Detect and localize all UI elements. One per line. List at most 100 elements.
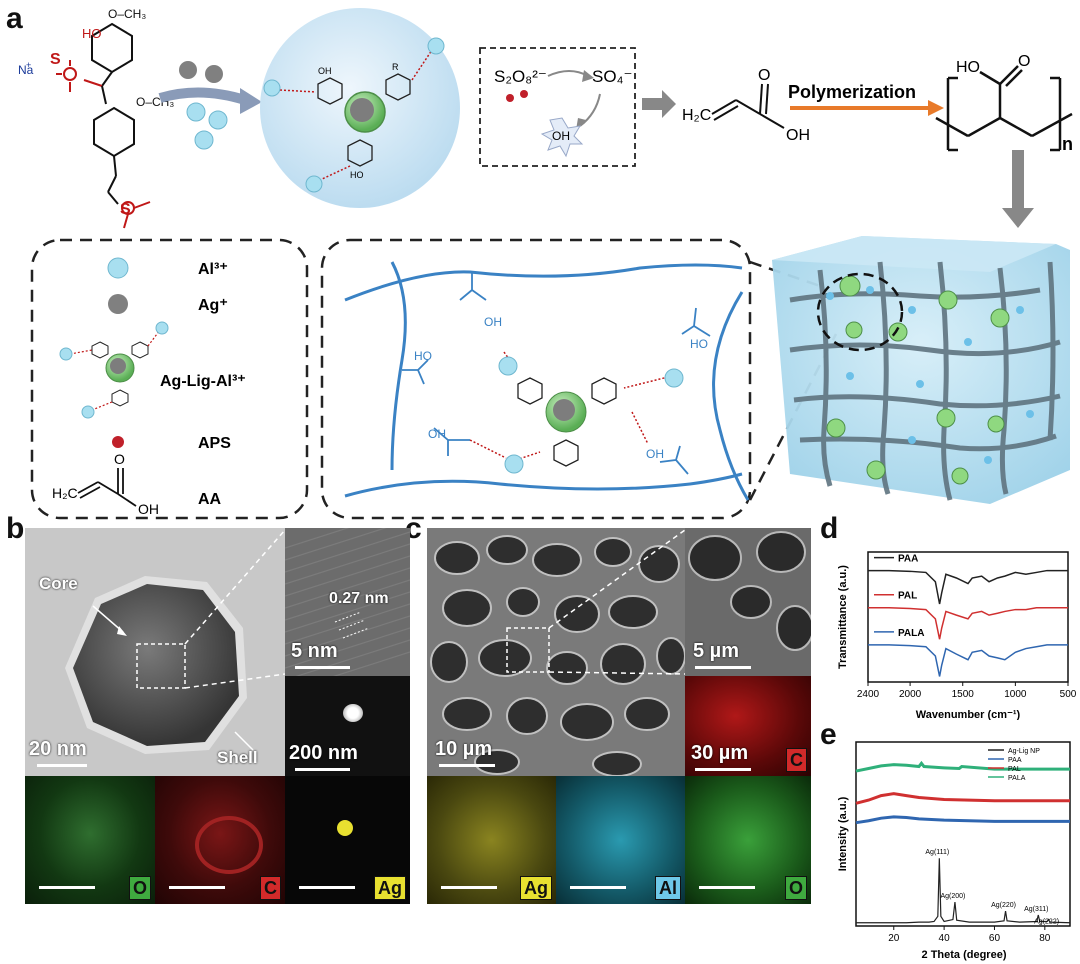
- panel-letter-a: a: [6, 2, 23, 35]
- hrtem-image: 0.27 nm 5 nm: [285, 528, 410, 676]
- svg-text:HO: HO: [414, 349, 432, 363]
- legend-aa-h2c: H₂C: [52, 485, 78, 501]
- svg-text:HO: HO: [350, 170, 364, 180]
- ftir-ylabel: Transmittance (a.u.): [837, 565, 849, 669]
- tem-main-image: Core Shell 20 nm: [25, 528, 285, 776]
- polymerization-label: Polymerization: [788, 82, 916, 102]
- panel-letter-e: e: [820, 718, 837, 751]
- xrd-legend-label: PAA: [1008, 757, 1022, 764]
- ftir-xtick-label: 2000: [899, 689, 922, 700]
- acid-o-label: O: [758, 67, 770, 84]
- svg-text:OH: OH: [646, 447, 664, 461]
- ion-cluster: [179, 61, 228, 150]
- eds-tag-ag-b: Ag: [374, 876, 406, 900]
- haadf-image: 200 nm: [285, 676, 410, 776]
- eds-map-o-c: O: [685, 776, 811, 904]
- legend-aa: AA: [198, 491, 222, 508]
- svg-text:S: S: [120, 201, 131, 218]
- poly-o-label: O: [1018, 53, 1030, 70]
- sem-zoom-image: 5 µm: [685, 528, 811, 676]
- haadf-scalebar: [295, 768, 350, 771]
- xrd-xtick-label: 20: [888, 933, 900, 944]
- eds-tag-o-c: O: [784, 876, 807, 900]
- ftir-series-line-PAL: [868, 606, 1068, 640]
- legend-al: Al³⁺: [198, 261, 228, 278]
- tem-scale-label: 20 nm: [29, 738, 87, 760]
- legend-complex-icon: [59, 321, 169, 419]
- hydrogel-cube: [772, 236, 1070, 504]
- panel-letter-d: d: [820, 512, 839, 545]
- eds-map-ag-b: Ag: [285, 776, 410, 904]
- xrd-legend-label: PALA: [1008, 775, 1026, 782]
- eds-c-scale-label: 30 µm: [691, 742, 749, 764]
- ftir-xlabel: Wavenumber (cm⁻¹): [916, 709, 1021, 720]
- polymer-chains: [344, 261, 750, 501]
- sem-main-image: 10 µm: [427, 528, 685, 776]
- legend-aa-o: O: [114, 451, 125, 467]
- svg-text:S: S: [50, 51, 61, 68]
- xrd-series-line-Ag-Lig NP: [856, 858, 1071, 924]
- eds-map-c-c: 30 µm C: [685, 676, 811, 776]
- svg-text:+: +: [26, 60, 31, 70]
- ftir-xtick-label: 500: [1060, 689, 1077, 700]
- xrd-ylabel: Intensity (a.u.): [837, 796, 849, 871]
- paa-repeat-unit: [935, 65, 1073, 152]
- xrd-plot-frame: [855, 741, 1071, 927]
- tem-scalebar: [37, 764, 87, 767]
- xrd-peak-label: Ag(311): [1024, 906, 1048, 913]
- xrd-legend-label: Ag-Lig NP: [1008, 748, 1040, 755]
- poly-n-label: n: [1062, 134, 1073, 154]
- lignin-structure: [83, 22, 135, 205]
- xrd-peak-label: Ag(111): [925, 849, 949, 856]
- lattice-spacing-label: 0.27 nm: [329, 590, 389, 607]
- eds-tag-al-c: Al: [655, 876, 681, 900]
- network-box: [320, 238, 752, 520]
- svg-text:OH: OH: [484, 315, 502, 329]
- sem-scale-label: 10 µm: [435, 738, 493, 760]
- hrtem-scalebar: [295, 666, 350, 669]
- eds-map-c-b: C: [155, 776, 285, 904]
- xrd-series-line-PAA: [855, 815, 1070, 825]
- ftir-series-line-PAA: [868, 569, 1068, 605]
- xrd-series-line-PALA: [855, 760, 1070, 773]
- xrd-xtick-label: 80: [1039, 933, 1051, 944]
- hrtem-scale-label: 5 nm: [291, 640, 338, 662]
- ho-label: HO: [82, 26, 102, 41]
- ftir-series-line-PALA: [868, 644, 1068, 677]
- ftir-xtick-label: 2400: [857, 689, 880, 700]
- xrd-xtick-label: 40: [939, 933, 951, 944]
- persulfate-label: S₂O₈²⁻: [494, 67, 547, 86]
- eds-map-o-b: O: [25, 776, 155, 904]
- sem-zoom-scalebar: [695, 666, 751, 669]
- eds-map-ag-c: Ag: [427, 776, 556, 904]
- ftir-legend-label: PALA: [898, 628, 924, 639]
- svg-text:OH: OH: [428, 427, 446, 441]
- legend-box: [30, 238, 309, 520]
- xrd-xlabel: 2 Theta (degree): [922, 949, 1007, 961]
- eds-tag-c-b: C: [260, 876, 281, 900]
- hydroxyl-radical-label: OH: [552, 129, 570, 143]
- acid-oh-label: OH: [786, 127, 810, 144]
- ftir-xtick-label: 1000: [1004, 689, 1027, 700]
- xrd-xtick-label: 60: [989, 933, 1001, 944]
- panel-letter-b: b: [6, 512, 25, 545]
- svg-text:R: R: [392, 62, 399, 72]
- eds-tag-c-c: C: [786, 748, 807, 772]
- eds-map-al-c: Al: [556, 776, 685, 904]
- legend-ag: Ag⁺: [198, 297, 228, 314]
- ftir-legend-label: PAA: [898, 554, 918, 565]
- ftir-legend-label: PAL: [898, 591, 917, 602]
- xrd-series-line-PAL: [855, 792, 1070, 805]
- poly-ho-label: HO: [956, 59, 980, 76]
- eds-tag-ag-c: Ag: [520, 876, 552, 900]
- sem-scalebar: [439, 764, 495, 767]
- ch3-label-top: O–CH₃: [108, 7, 146, 21]
- eds-tag-o-b: O: [128, 876, 151, 900]
- xrd-peak-label: Ag(222): [1034, 919, 1059, 926]
- na-label: Na: [18, 63, 34, 77]
- reaction-arrow-1: [158, 87, 247, 105]
- xrd-peak-label: Ag(220): [991, 902, 1016, 909]
- haadf-scale-label: 200 nm: [289, 742, 358, 764]
